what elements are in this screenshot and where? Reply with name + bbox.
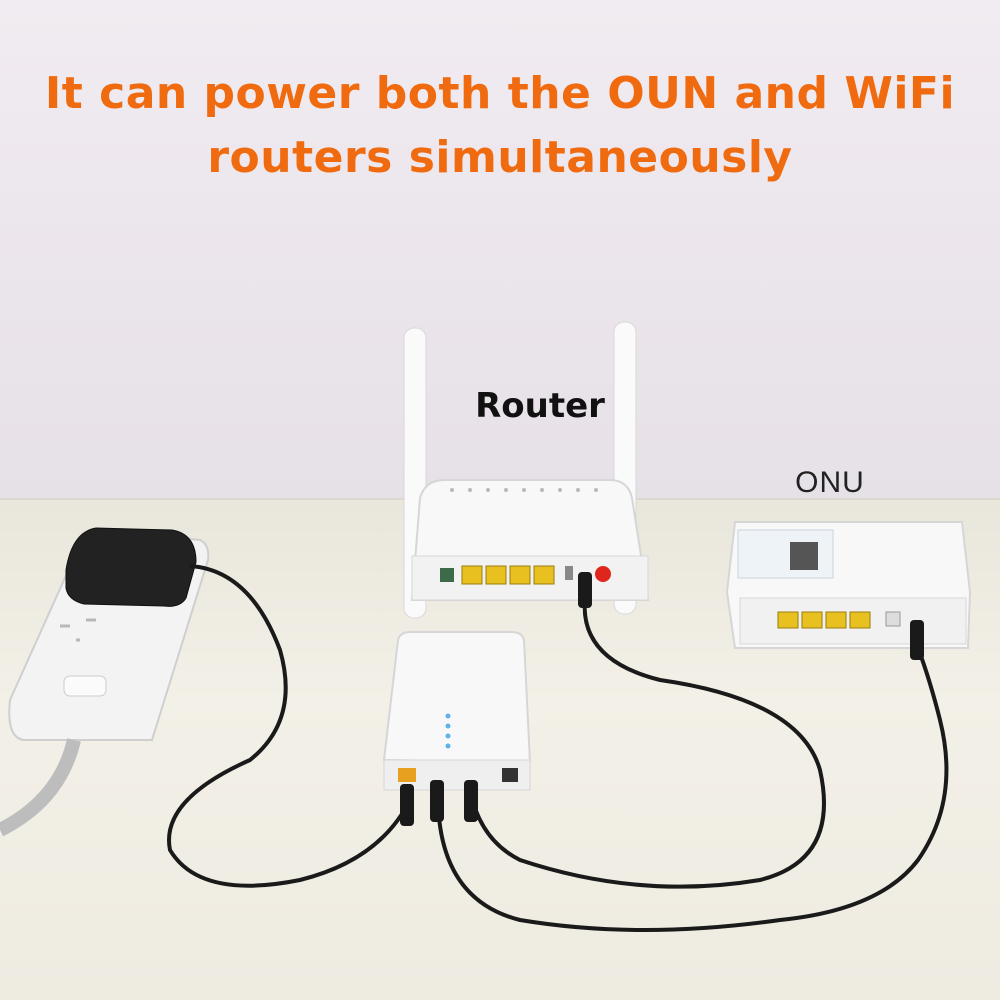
mini-ups-leds xyxy=(445,713,451,749)
cable-adapter-to-ups xyxy=(167,564,412,888)
power-strip-cord xyxy=(0,738,81,837)
dc-plugs xyxy=(400,572,924,826)
mini-ups xyxy=(382,631,532,764)
power-strip-socket xyxy=(60,618,96,642)
onu-qr-code xyxy=(790,542,818,570)
headline: It can power both the OUN and WiFi route… xyxy=(0,62,1000,190)
router-power-button xyxy=(595,566,611,582)
onu-lan-ports xyxy=(777,611,871,629)
mini-ups-dc-in xyxy=(502,768,518,782)
wall-adapter xyxy=(65,527,197,607)
router-indicator-lights xyxy=(450,488,598,492)
router-label: Router xyxy=(475,386,605,426)
router-wan-port xyxy=(440,568,454,582)
mini-ups-usb-port xyxy=(398,768,416,782)
router-usb-port xyxy=(565,566,573,580)
onu-sticker xyxy=(737,529,834,579)
router-lan-ports xyxy=(461,565,555,585)
wall-background xyxy=(0,0,1000,505)
cable-ups-to-onu xyxy=(436,647,949,932)
onu-phone-port xyxy=(885,611,901,627)
headline-line-2: routers simultaneously xyxy=(207,132,793,183)
cable-ups-to-router xyxy=(468,599,826,889)
onu-label: ONU xyxy=(795,466,865,499)
power-strip-switch xyxy=(63,675,107,697)
headline-line-1: It can power both the OUN and WiFi xyxy=(44,68,956,119)
